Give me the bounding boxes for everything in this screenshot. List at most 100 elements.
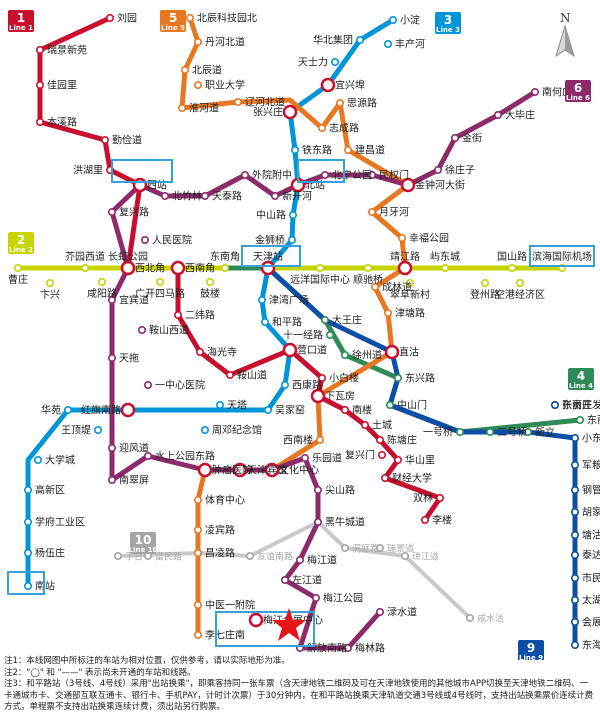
station-marker[interactable] [300,453,309,462]
station-marker[interactable] [355,35,364,44]
station-marker[interactable] [375,607,384,616]
station-marker[interactable] [290,146,299,155]
station-marker[interactable] [310,388,326,404]
station-marker[interactable] [380,473,389,482]
station-marker[interactable] [397,234,406,243]
station-marker[interactable] [120,260,136,276]
station-marker[interactable] [35,81,44,90]
station-marker[interactable] [226,370,235,379]
station-marker[interactable] [23,548,32,557]
station-marker[interactable] [493,111,502,120]
station-marker[interactable] [23,581,32,590]
station-marker[interactable] [101,136,110,145]
station-marker[interactable] [144,451,153,460]
station-marker[interactable] [570,617,579,626]
station-marker[interactable] [570,433,579,442]
station-marker[interactable] [108,475,117,484]
station-marker[interactable] [161,192,170,201]
station-marker[interactable] [178,104,187,113]
station-marker[interactable] [360,420,369,429]
station-marker[interactable] [570,460,579,469]
station-marker[interactable] [234,98,243,107]
station-marker[interactable] [330,57,339,66]
station-marker[interactable] [282,104,298,120]
station-marker[interactable] [530,88,539,97]
station-marker[interactable] [132,177,148,193]
station-marker[interactable] [383,308,392,317]
station-marker[interactable] [570,640,579,649]
station-marker[interactable] [108,353,117,362]
station-marker[interactable] [94,425,103,434]
station-marker[interactable] [455,427,464,436]
station-marker[interactable] [64,405,73,414]
station-marker[interactable] [196,347,205,356]
station-marker[interactable] [194,495,203,504]
station-marker[interactable] [263,405,272,414]
station-marker[interactable] [320,315,329,324]
station-marker[interactable] [515,278,524,287]
station-marker[interactable] [14,263,23,272]
station-marker[interactable] [400,551,409,560]
station-marker[interactable] [480,278,489,287]
station-marker[interactable] [367,208,376,217]
station-marker[interactable] [194,630,203,639]
station-marker[interactable] [221,263,230,272]
station-marker[interactable] [108,295,117,304]
station-marker[interactable] [106,14,115,23]
station-marker[interactable] [507,263,516,272]
station-marker[interactable] [315,435,324,444]
station-marker[interactable] [35,45,44,54]
station-marker[interactable] [313,485,322,494]
station-marker[interactable] [197,462,213,478]
station-marker[interactable] [523,427,532,436]
station-marker[interactable] [363,263,372,272]
station-marker[interactable] [313,517,322,526]
station-marker[interactable] [201,192,210,201]
station-marker[interactable] [320,77,336,93]
station-marker[interactable] [450,134,459,143]
station-marker[interactable] [280,575,289,584]
station-marker[interactable] [282,342,298,358]
station-marker[interactable] [317,373,326,382]
station-marker[interactable] [570,485,579,494]
station-marker[interactable] [315,263,324,272]
station-marker[interactable] [420,515,429,524]
station-marker[interactable] [367,171,376,180]
station-marker[interactable] [295,555,304,564]
station-marker[interactable] [114,551,123,560]
station-marker[interactable] [186,14,195,23]
station-marker[interactable] [194,600,203,609]
station-marker[interactable] [45,278,54,287]
station-marker[interactable] [340,543,349,552]
station-marker[interactable] [400,177,416,193]
station-marker[interactable] [385,400,394,409]
station-marker[interactable] [156,277,165,286]
station-marker[interactable] [340,350,349,359]
station-marker[interactable] [384,344,400,360]
station-marker[interactable] [23,517,32,526]
station-marker[interactable] [370,282,379,291]
station-marker[interactable] [232,462,248,478]
station-marker[interactable] [241,171,250,180]
station-marker[interactable] [311,593,320,602]
station-marker[interactable] [393,455,402,464]
station-marker[interactable] [435,493,444,502]
station-marker[interactable] [108,443,117,452]
station-marker[interactable] [377,450,386,459]
station-marker[interactable] [570,595,579,604]
station-marker[interactable] [216,400,225,409]
station-marker[interactable] [194,548,203,557]
station-marker[interactable] [383,39,392,48]
station-marker[interactable] [170,260,186,276]
station-marker[interactable] [194,81,203,90]
station-marker[interactable] [317,124,326,133]
station-marker[interactable] [335,99,344,108]
station-marker[interactable] [325,330,334,339]
station-marker[interactable] [575,415,584,424]
station-marker[interactable] [144,380,153,389]
station-marker[interactable] [257,295,266,304]
station-marker[interactable] [120,402,136,418]
station-marker[interactable] [320,171,329,180]
station-marker[interactable] [33,455,42,464]
station-marker[interactable] [287,236,296,245]
